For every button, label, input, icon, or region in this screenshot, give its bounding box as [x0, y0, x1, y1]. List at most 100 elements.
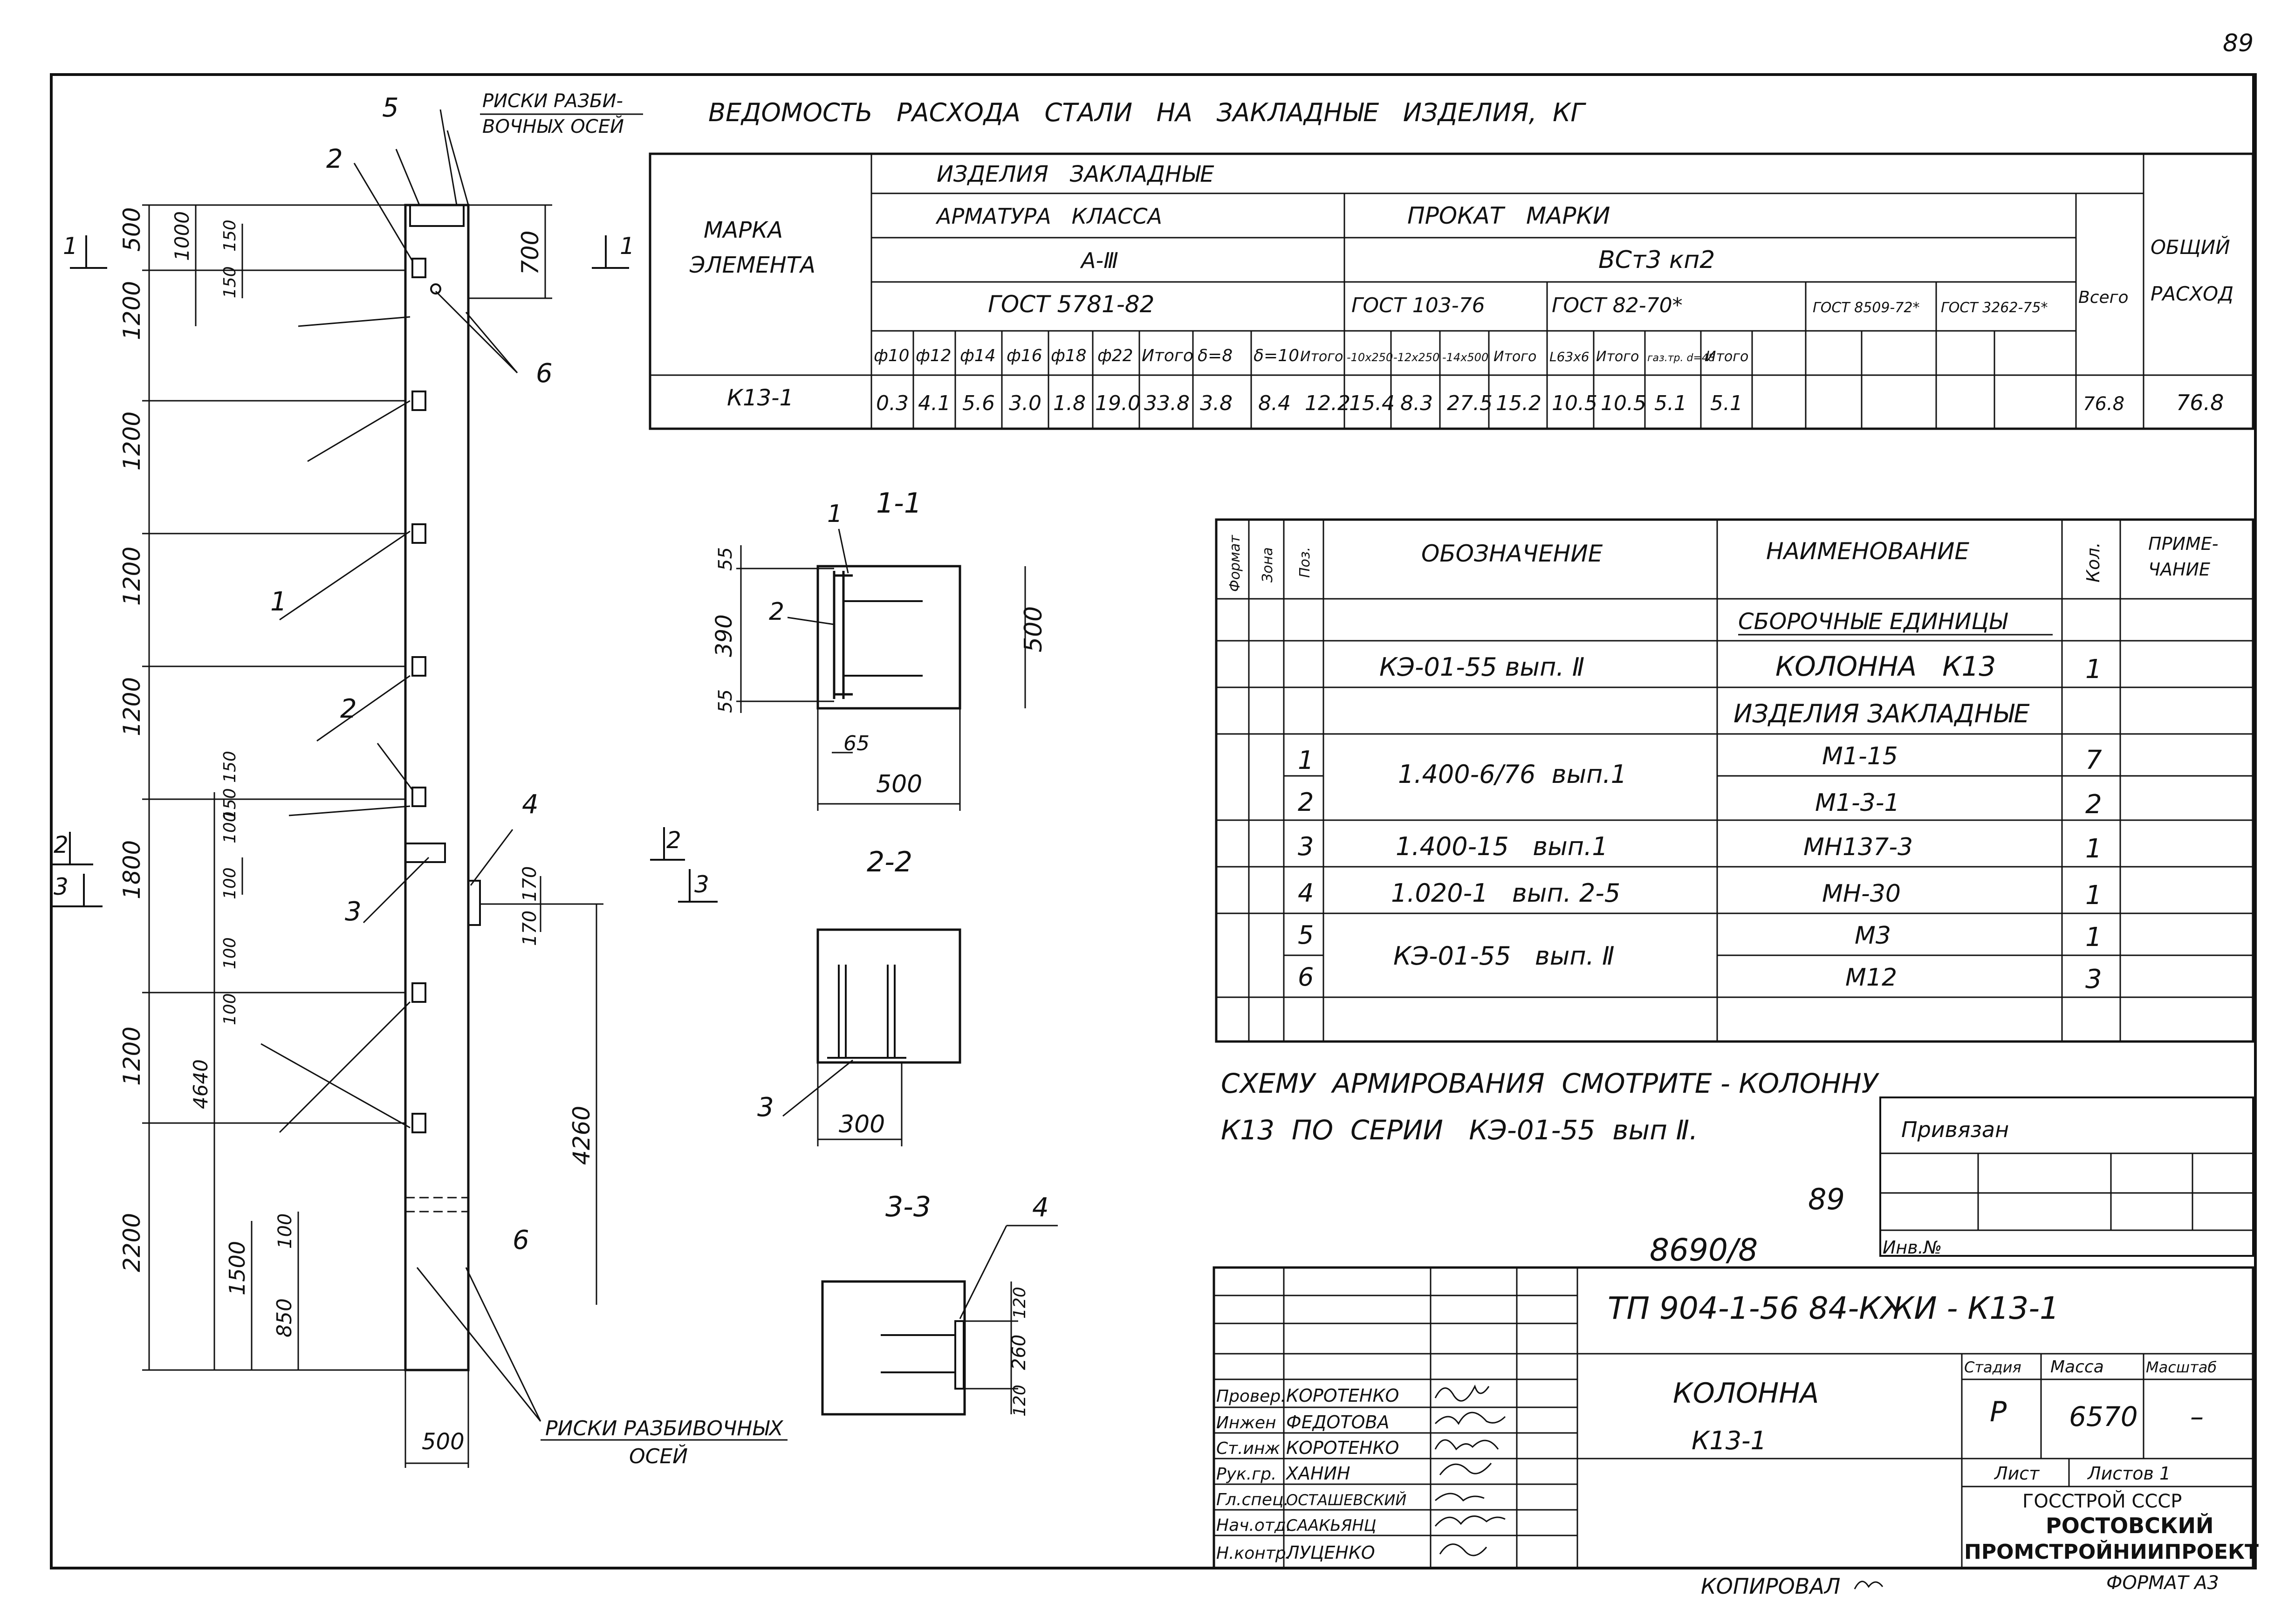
sec1-dim-500-side: 500	[1020, 606, 1048, 652]
rolled-grade: ВСт3 кп2	[1598, 246, 1715, 274]
callout-3: 3	[345, 897, 362, 927]
section-1-title: 1-1	[876, 487, 922, 520]
gost-82: ГОСТ 82-70*	[1552, 294, 1683, 317]
svg-text:МН137-3: МН137-3	[1803, 833, 1913, 861]
svg-text:газ.тр. d=48: газ.тр. d=48	[1647, 352, 1715, 364]
table-row: 1 М1-15 7	[1298, 742, 2102, 775]
copied-label: КОПИРОВАЛ	[1701, 1574, 1840, 1599]
dim-top-700: 700	[517, 231, 544, 275]
svg-text:8.4: 8.4	[1258, 391, 1291, 415]
svg-text:-12x250: -12x250	[1393, 351, 1439, 364]
callout-6-bot: 6	[513, 1225, 529, 1255]
spec-h-note-2: ЧАНИЕ	[2148, 559, 2210, 580]
svg-text:ФЕДОТОВА: ФЕДОТОВА	[1286, 1412, 1390, 1432]
svg-text:10.5: 10.5	[1601, 391, 1646, 415]
doc-code: ТП 904-1-56 84-КЖИ - К13-1	[1608, 1290, 2059, 1326]
callout-2-mid: 2	[340, 694, 357, 724]
svg-text:0.3: 0.3	[876, 391, 909, 415]
dim-inner-150b: 150	[220, 266, 240, 298]
dim-right-170a: 170	[519, 866, 541, 902]
svg-text:7: 7	[2085, 745, 2102, 775]
svg-text:Итого: Итого	[1493, 349, 1536, 365]
spec-designation-5-6: КЭ-01-55 вып. Ⅱ	[1393, 941, 1615, 971]
svg-text:5.6: 5.6	[962, 391, 995, 415]
svg-text:3.8: 3.8	[1200, 391, 1233, 415]
svg-text:-10x250: -10x250	[1347, 351, 1393, 364]
rebar-gost: ГОСТ 5781-82	[988, 291, 1154, 318]
rebar-class: А-Ⅲ	[1080, 248, 1118, 273]
dim-inner-100a: 100	[220, 811, 240, 843]
dim-left-3: 1200	[118, 411, 145, 471]
stage-value: Р	[1990, 1396, 2007, 1428]
overall-header-2: РАСХОД	[2151, 282, 2233, 305]
svg-text:ф10: ф10	[874, 346, 910, 365]
section-3-3: 3-3 120 260 120 4	[821, 1191, 1058, 1417]
dim-left-8: 2200	[118, 1213, 145, 1272]
column-elevation: 500 1200 1200 1200 1200 1800 1200 2200 1…	[51, 90, 788, 1468]
spec-section-assembly: СБОРОЧНЫЕ ЕДИНИЦЫ	[1738, 609, 2008, 635]
callout-2-top: 2	[326, 144, 343, 174]
dim-inner-100c: 100	[220, 937, 240, 969]
sheet-frame	[50, 73, 2257, 1569]
section-2-2: 2-2 300 3	[757, 846, 961, 1146]
axis-marks-bottom-1: РИСКИ РАЗБИВОЧНЫХ	[545, 1417, 783, 1440]
note-line-1: СХЕМУ АРМИРОВАНИЯ СМОТРИТЕ - КОЛОННУ	[1221, 1068, 1880, 1099]
bound-block: Привязан Инв.№	[1879, 1096, 2254, 1258]
svg-text:33.8: 33.8	[1144, 391, 1190, 415]
callout-1: 1	[270, 587, 287, 617]
spec-assembly-designation: КЭ-01-55 вып. Ⅱ	[1379, 652, 1584, 682]
element-name: КОЛОННА	[1673, 1377, 1819, 1410]
svg-text:Н.контр.: Н.контр.	[1216, 1544, 1291, 1563]
svg-text:Итого: Итого	[1300, 349, 1343, 365]
sec1-dim-500-bottom: 500	[876, 770, 922, 798]
dim-left-7: 1200	[118, 1027, 145, 1086]
spec-assembly-qty: 1	[2085, 654, 2102, 685]
sec1-dim-390: 390	[711, 614, 737, 657]
sec1-callout-2: 2	[769, 598, 784, 626]
svg-text:5.1: 5.1	[1710, 391, 1743, 415]
sec3-callout-4: 4	[1032, 1192, 1049, 1223]
svg-text:Провер.: Провер.	[1216, 1387, 1286, 1406]
svg-text:МН-30: МН-30	[1822, 880, 1901, 908]
section-mark-3-right: 3	[694, 871, 709, 898]
dim-inner-1500: 1500	[225, 1241, 250, 1295]
mass-value: 6570	[2069, 1401, 2138, 1432]
svg-text:1.400-15 вып.1: 1.400-15 вып.1	[1396, 832, 1608, 861]
svg-text:М1-3-1: М1-3-1	[1815, 789, 1900, 817]
inv-label: Инв.№	[1883, 1237, 1942, 1258]
svg-text:1.8: 1.8	[1053, 391, 1086, 415]
sec3-dim-120a: 120	[1010, 1287, 1029, 1319]
svg-text:ХАНИН: ХАНИН	[1285, 1463, 1350, 1484]
gost-8509: ГОСТ 8509-72*	[1813, 300, 1919, 316]
stage-label: Стадия	[1964, 1358, 2021, 1376]
svg-text:δ=10: δ=10	[1254, 346, 1299, 365]
axis-marks-top-1: РИСКИ РАЗБИ-	[482, 90, 623, 112]
dim-inner-850: 850	[273, 1298, 296, 1337]
steel-row-values: 0.3 4.1 5.6 3.0 1.8 19.0 33.8 3.8 8.4 12…	[876, 391, 1743, 415]
svg-text:15.2: 15.2	[1496, 391, 1541, 415]
svg-text:2: 2	[2085, 789, 2102, 820]
sheet-label: Лист	[1994, 1463, 2040, 1484]
row-mark: К13-1	[727, 385, 794, 411]
bound-label: Привязан	[1901, 1117, 2009, 1142]
dim-inner-150a: 150	[220, 219, 240, 252]
axis-marks-bottom-2: ОСЕЙ	[629, 1444, 688, 1468]
svg-text:Итого: Итого	[1142, 346, 1193, 365]
svg-text:27.5: 27.5	[1447, 391, 1493, 415]
sec2-callout-3: 3	[757, 1092, 774, 1123]
svg-text:ф16: ф16	[1007, 346, 1042, 365]
section-mark-1-left: 1	[63, 233, 78, 260]
left-dim-ticks	[142, 204, 405, 1371]
svg-text:6: 6	[1298, 962, 1314, 992]
dim-left-4: 1200	[118, 547, 145, 606]
steel-col-labels: ф10 ф12 ф14 ф16 ф18 ф22 Итого δ=8 δ=10 И…	[874, 346, 1748, 365]
svg-text:Нач.отд.: Нач.отд.	[1216, 1516, 1291, 1535]
callout-5: 5	[382, 93, 399, 123]
steel-consumption-table: ВЕДОМОСТЬ РАСХОДА СТАЛИ НА ЗАКЛАДНЫЕ ИЗД…	[649, 98, 2254, 430]
overall-header-1: ОБЩИЙ	[2151, 235, 2230, 259]
svg-text:Итого: Итого	[1596, 349, 1639, 365]
mark-header-2: ЭЛЕМЕНТА	[689, 252, 815, 278]
dim-left-2: 1200	[118, 281, 145, 340]
svg-text:8.3: 8.3	[1400, 391, 1433, 415]
